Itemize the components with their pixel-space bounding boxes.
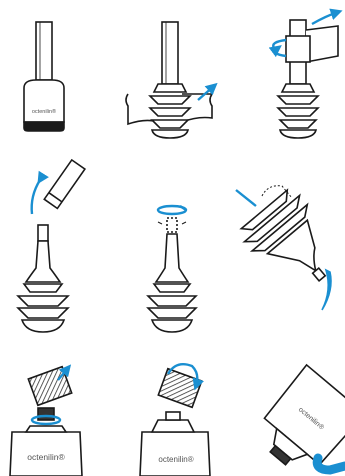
step-2-remove-seal-icon: [125, 21, 218, 139]
step-8-pierce-tube-icon: octenilin®: [139, 363, 211, 476]
step-9-squeeze-tube-icon: octenilin®: [263, 363, 345, 475]
step-3-tear-off-tab-icon: [268, 8, 343, 139]
step-4-remove-cap-icon: [16, 158, 87, 333]
step-7-unscrew-tube-cap-icon: octenilin®: [9, 364, 83, 476]
step-7-brand-label: octenilin®: [27, 452, 65, 462]
step-1-bottle-cap-intact-icon: octenilin®: [23, 21, 65, 132]
step-8-brand-label: octenilin®: [158, 455, 193, 464]
step-5-twist-tip-icon: [146, 204, 198, 333]
step-1-brand-label: octenilin®: [32, 108, 56, 115]
step-6-squeeze-bottle-icon: [235, 185, 332, 311]
